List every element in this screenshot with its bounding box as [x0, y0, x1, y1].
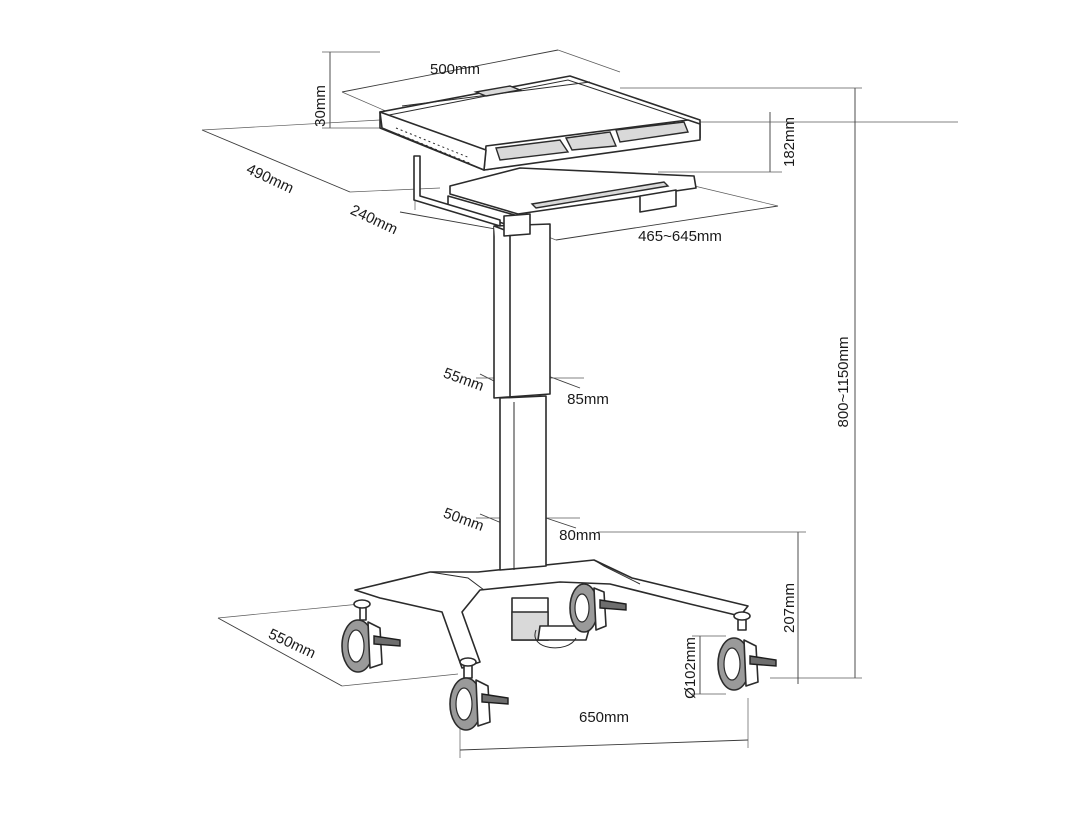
label-upper-column-depth: 55mm	[441, 365, 486, 395]
label-base-width: 650mm	[579, 709, 629, 726]
label-caster-diameter: Ø102mm	[682, 637, 699, 699]
bracket	[413, 155, 501, 227]
label-base-height: 207mm	[781, 583, 798, 633]
caster-rear-center	[569, 583, 627, 633]
base-star	[354, 559, 749, 669]
label-lower-column-depth: 50mm	[441, 505, 486, 535]
column	[493, 223, 551, 571]
caster-rear-right	[717, 611, 777, 691]
caster-front-center	[449, 657, 509, 731]
work-surface	[379, 75, 701, 171]
label-top-height: 30mm	[312, 85, 329, 127]
label-upper-column-width: 85mm	[567, 391, 609, 408]
label-lower-column-width: 80mm	[559, 527, 601, 544]
label-base-depth: 550mm	[266, 626, 319, 663]
label-keyboard-width: 465~645mm	[638, 228, 722, 245]
label-overall-height: 800~1150mm	[835, 336, 852, 427]
caster-front-left	[341, 599, 401, 673]
label-top-width: 500mm	[430, 61, 480, 78]
keyboard-tray	[447, 167, 697, 237]
vent-slots	[395, 127, 473, 165]
label-keyboard-depth: 240mm	[348, 202, 401, 239]
label-tray-gap: 182mm	[781, 117, 798, 167]
